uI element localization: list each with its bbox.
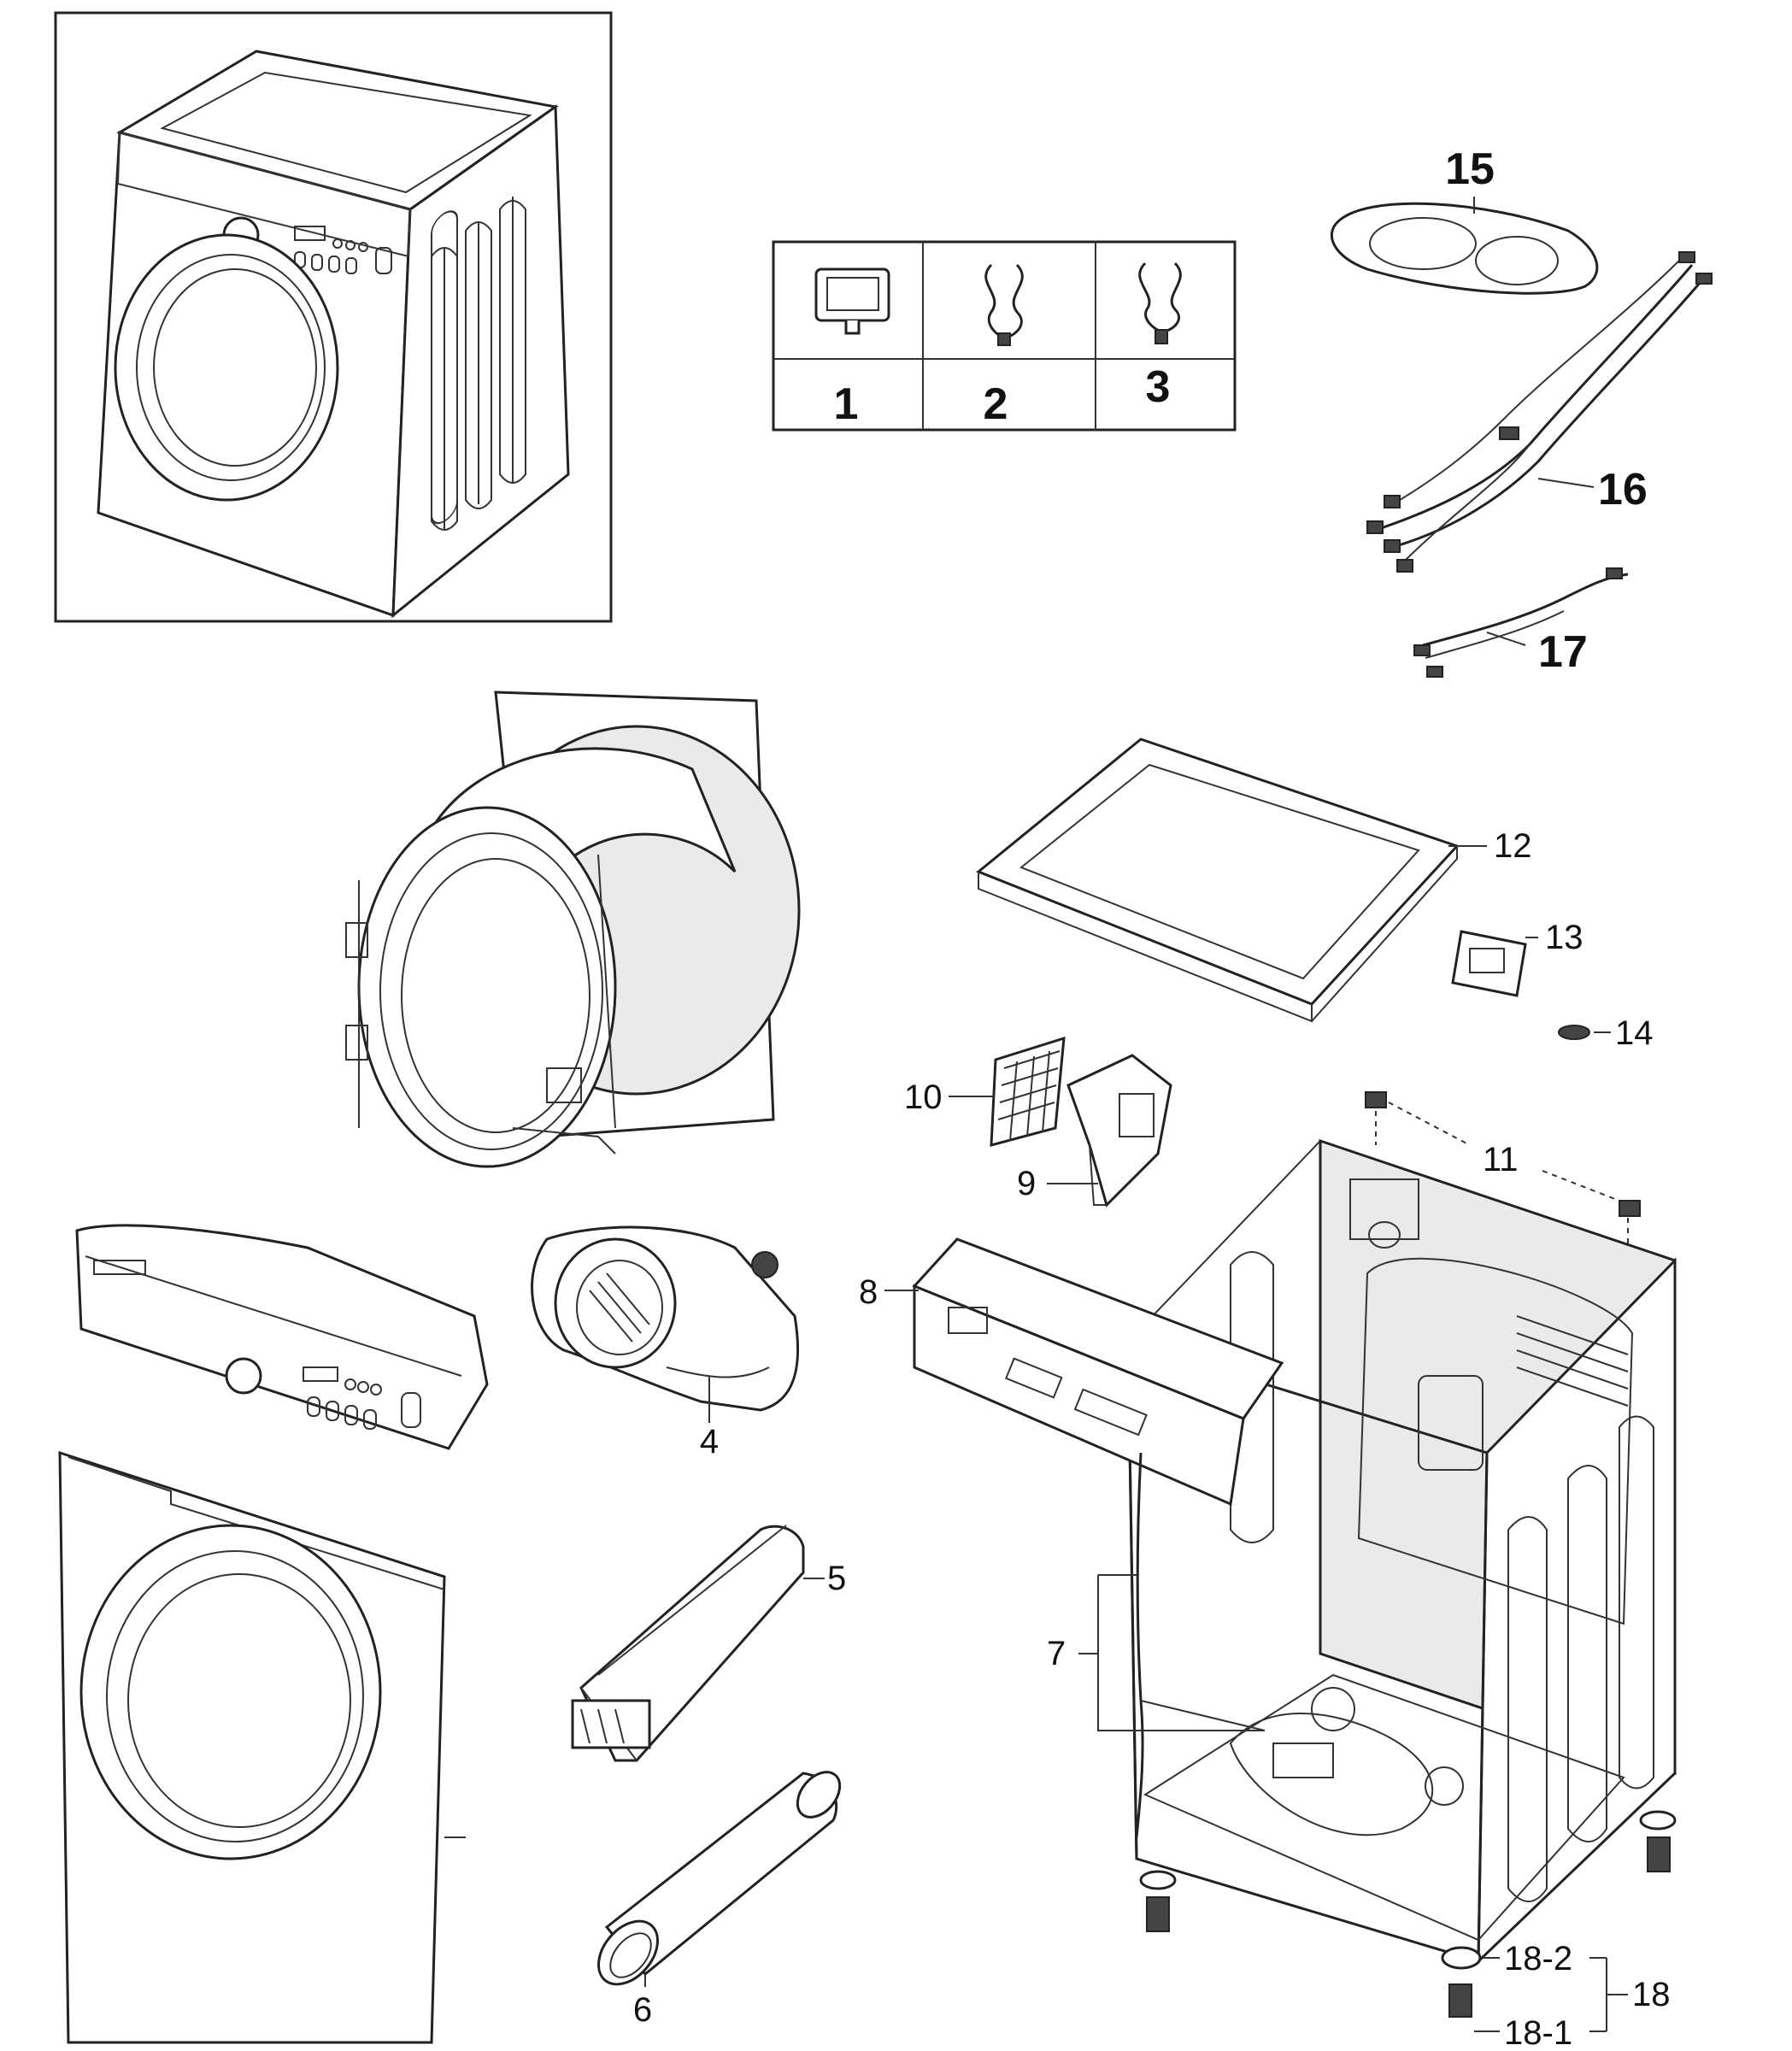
part-16-wire-harness: 16: [1366, 251, 1713, 573]
part-10-filter: 10: [904, 1036, 1066, 1147]
callout-17: 17: [1538, 627, 1588, 677]
clip-2-icon: [984, 263, 1024, 346]
clip-1-icon: [814, 267, 890, 335]
part-17-small-harness: 17: [1413, 567, 1629, 678]
front-panel-door: [58, 1450, 466, 2044]
part-8-front-bracket: 8: [859, 1237, 1284, 1507]
part-14-clip: 14: [1558, 1014, 1654, 1052]
foot-right: [1639, 1810, 1677, 1872]
part-15-ring: 15: [1330, 144, 1599, 295]
callout-18: 18: [1632, 1976, 1671, 2013]
part-12-top-panel: 12: [976, 738, 1532, 1023]
part-9-duct-bracket: 9: [1017, 1054, 1172, 1208]
control-panel: [75, 1224, 489, 1450]
cabinet-frame: [1126, 1138, 1677, 1965]
drum-assembly: [345, 691, 801, 1168]
part-11-clips: 11: [1365, 1091, 1641, 1248]
clip-3-icon: [1138, 262, 1182, 344]
part-18-feet: 18-2 18-1 18: [1139, 1810, 1677, 2051]
table-label-2: 2: [984, 379, 1008, 429]
part-5-heater: 5: [571, 1525, 846, 1762]
part-6-duct: 6: [597, 1771, 842, 2029]
callout-10: 10: [904, 1078, 943, 1116]
table-label-1: 1: [834, 379, 859, 429]
callout-12: 12: [1494, 827, 1532, 865]
foot-exploded: [1441, 1946, 1482, 2018]
callout-14: 14: [1615, 1014, 1654, 1052]
assembled-dryer-inset: [54, 11, 613, 623]
part-7-wire: 7: [1047, 1452, 1266, 1838]
callout-18-2: 18-2: [1504, 1940, 1572, 1978]
clip-parts-table: 1 2 3: [772, 240, 1237, 432]
callout-7: 7: [1047, 1635, 1066, 1672]
table-label-3: 3: [1146, 362, 1171, 412]
callout-16: 16: [1598, 465, 1648, 514]
callout-5: 5: [827, 1560, 846, 1597]
callout-13: 13: [1545, 919, 1583, 956]
callout-8: 8: [859, 1273, 878, 1311]
callout-4: 4: [700, 1423, 719, 1460]
callout-11: 11: [1483, 1141, 1519, 1178]
part-13-bracket: 13: [1451, 919, 1583, 997]
foot-left: [1139, 1870, 1177, 1932]
callout-15: 15: [1445, 144, 1495, 194]
part-4-blower-motor: 4: [531, 1225, 800, 1460]
callout-9: 9: [1017, 1165, 1036, 1202]
callout-6: 6: [633, 1991, 652, 2029]
callout-18-1: 18-1: [1504, 2014, 1572, 2051]
